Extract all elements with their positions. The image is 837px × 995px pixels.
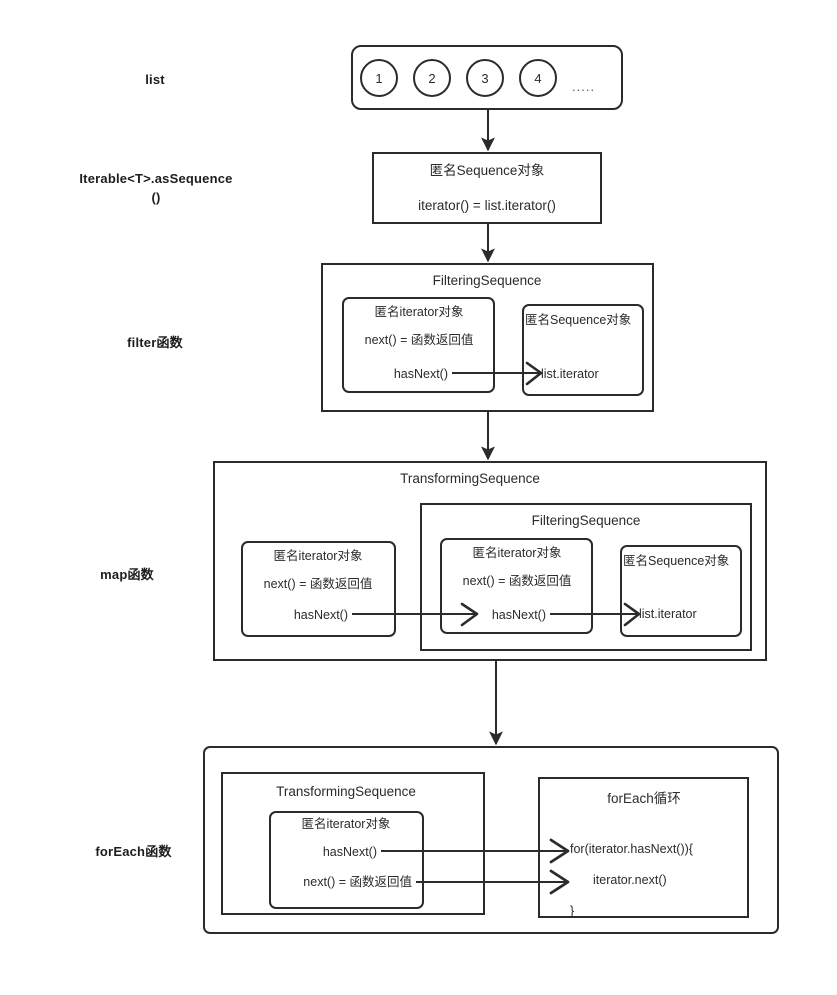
filter-iterator-hasnext-line: hasNext() xyxy=(393,367,448,381)
foreach-iterator-next-line: next() = 函数返回值 xyxy=(303,875,412,889)
map-inner-sequence-box xyxy=(620,545,742,637)
foreach-transformingsequence-box xyxy=(221,772,485,915)
foreach-loop-close-line: } xyxy=(570,904,575,918)
list-item-circle-2: 2 xyxy=(413,59,451,97)
filter-iterator-title: 匿名iterator对象 xyxy=(374,305,464,319)
filter-iterator-box xyxy=(342,297,495,393)
foreach-loop-box xyxy=(538,777,749,918)
map-inner-iterator-box xyxy=(440,538,593,634)
foreach-loop-for-line: for(iterator.hasNext()){ xyxy=(570,842,693,856)
foreach-outer-box xyxy=(203,746,779,934)
list-box xyxy=(351,45,623,110)
filter-sequence-title: 匿名Sequence对象 xyxy=(525,313,632,327)
foreach-loop-next-line: iterator.next() xyxy=(593,873,667,887)
list-item-circle-3: 3 xyxy=(466,59,504,97)
foreach-transformingsequence-title: TransformingSequence xyxy=(276,784,416,799)
map-inner-sequence-line: list.iterator xyxy=(639,607,697,621)
map-transformingsequence-box xyxy=(213,461,767,661)
map-inner-iterator-title: 匿名iterator对象 xyxy=(472,546,562,560)
map-inner-iterator-next-line: next() = 函数返回值 xyxy=(462,574,572,588)
map-inner-iterator-hasnext-line: hasNext() xyxy=(491,608,546,622)
filter-iterator-next-line: next() = 函数返回值 xyxy=(364,333,474,347)
stage-label-filter: filter函数 xyxy=(127,335,183,350)
assequence-box-title: 匿名Sequence对象 xyxy=(429,163,545,178)
map-outer-iterator-next-line: next() = 函数返回值 xyxy=(263,577,373,591)
map-outer-iterator-box xyxy=(241,541,396,637)
filter-sequence-line: list.iterator xyxy=(541,367,599,381)
foreach-iterator-box xyxy=(269,811,424,909)
assequence-box xyxy=(372,152,602,224)
list-ellipsis: ..... xyxy=(572,79,596,94)
foreach-loop-title: forEach循环 xyxy=(607,791,681,806)
map-inner-filteringsequence-box xyxy=(420,503,752,651)
filter-filteringsequence-box xyxy=(321,263,654,412)
map-transformingsequence-title: TransformingSequence xyxy=(400,471,540,486)
map-inner-filteringsequence-title: FilteringSequence xyxy=(531,513,641,528)
filter-filteringsequence-title: FilteringSequence xyxy=(432,273,542,288)
map-inner-sequence-title: 匿名Sequence对象 xyxy=(623,554,730,568)
list-item-circle-4: 4 xyxy=(519,59,557,97)
assequence-box-body: iterator() = list.iterator() xyxy=(418,198,556,213)
map-outer-iterator-title: 匿名iterator对象 xyxy=(273,549,363,563)
filter-sequence-box xyxy=(522,304,644,396)
stage-label-assequence: Iterable<T>.asSequence () xyxy=(79,171,233,205)
list-item-circle-1: 1 xyxy=(360,59,398,97)
stage-label-list: list xyxy=(145,72,165,87)
stage-label-map: map函数 xyxy=(100,567,154,582)
foreach-iterator-title: 匿名iterator对象 xyxy=(301,817,391,831)
foreach-iterator-hasnext-line: hasNext() xyxy=(322,845,377,859)
map-outer-iterator-hasnext-line: hasNext() xyxy=(293,608,348,622)
stage-label-foreach: forEach函数 xyxy=(95,844,172,859)
